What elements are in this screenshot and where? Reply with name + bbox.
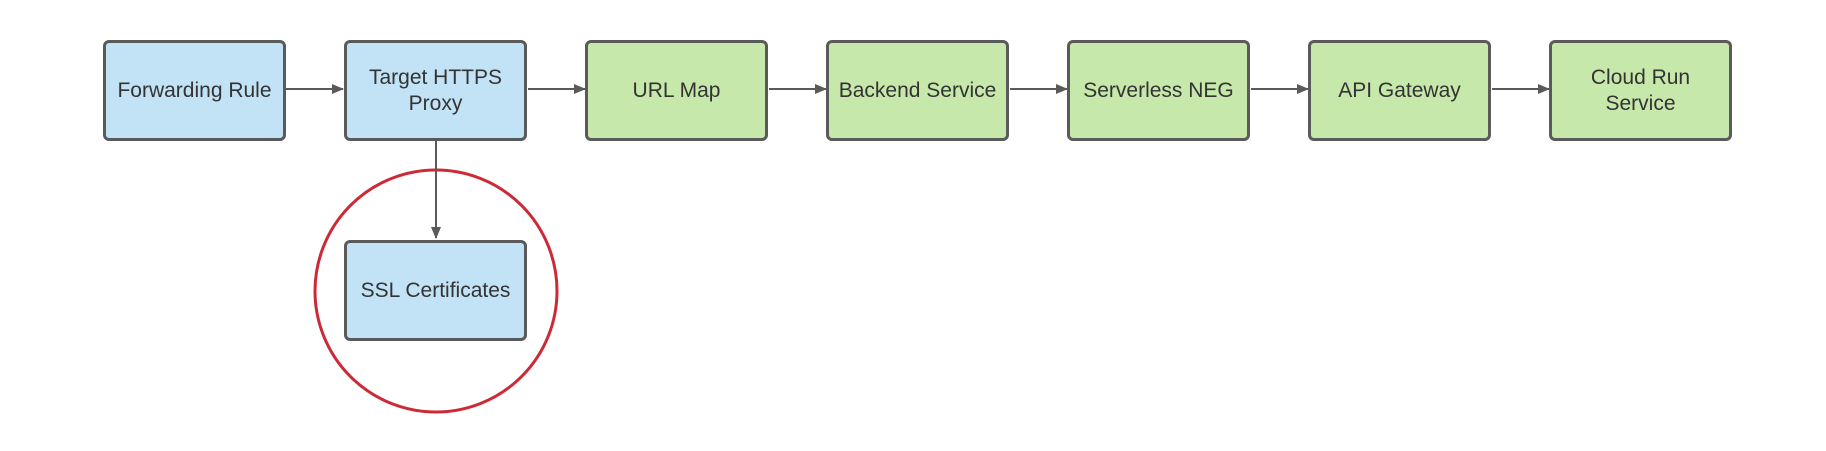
node-label: API Gateway: [1338, 78, 1461, 102]
node-label: URL Map: [632, 78, 721, 102]
node-cloud-run-service[interactable]: Cloud Run Service: [1549, 40, 1732, 141]
node-ssl-certificates[interactable]: SSL Certificates: [344, 240, 527, 341]
node-backend-service[interactable]: Backend Service: [826, 40, 1009, 141]
node-target-https-proxy[interactable]: Target HTTPS Proxy: [344, 40, 527, 141]
node-api-gateway[interactable]: API Gateway: [1308, 40, 1491, 141]
node-url-map[interactable]: URL Map: [585, 40, 768, 141]
node-label: Target HTTPS Proxy: [368, 65, 503, 115]
node-label: Cloud Run Service: [1590, 65, 1691, 115]
node-label: SSL Certificates: [360, 278, 511, 302]
node-serverless-neg[interactable]: Serverless NEG: [1067, 40, 1250, 141]
node-label: Forwarding Rule: [117, 78, 272, 102]
node-label: Backend Service: [838, 78, 997, 102]
node-label: Serverless NEG: [1083, 78, 1234, 102]
node-forwarding-rule[interactable]: Forwarding Rule: [103, 40, 286, 141]
